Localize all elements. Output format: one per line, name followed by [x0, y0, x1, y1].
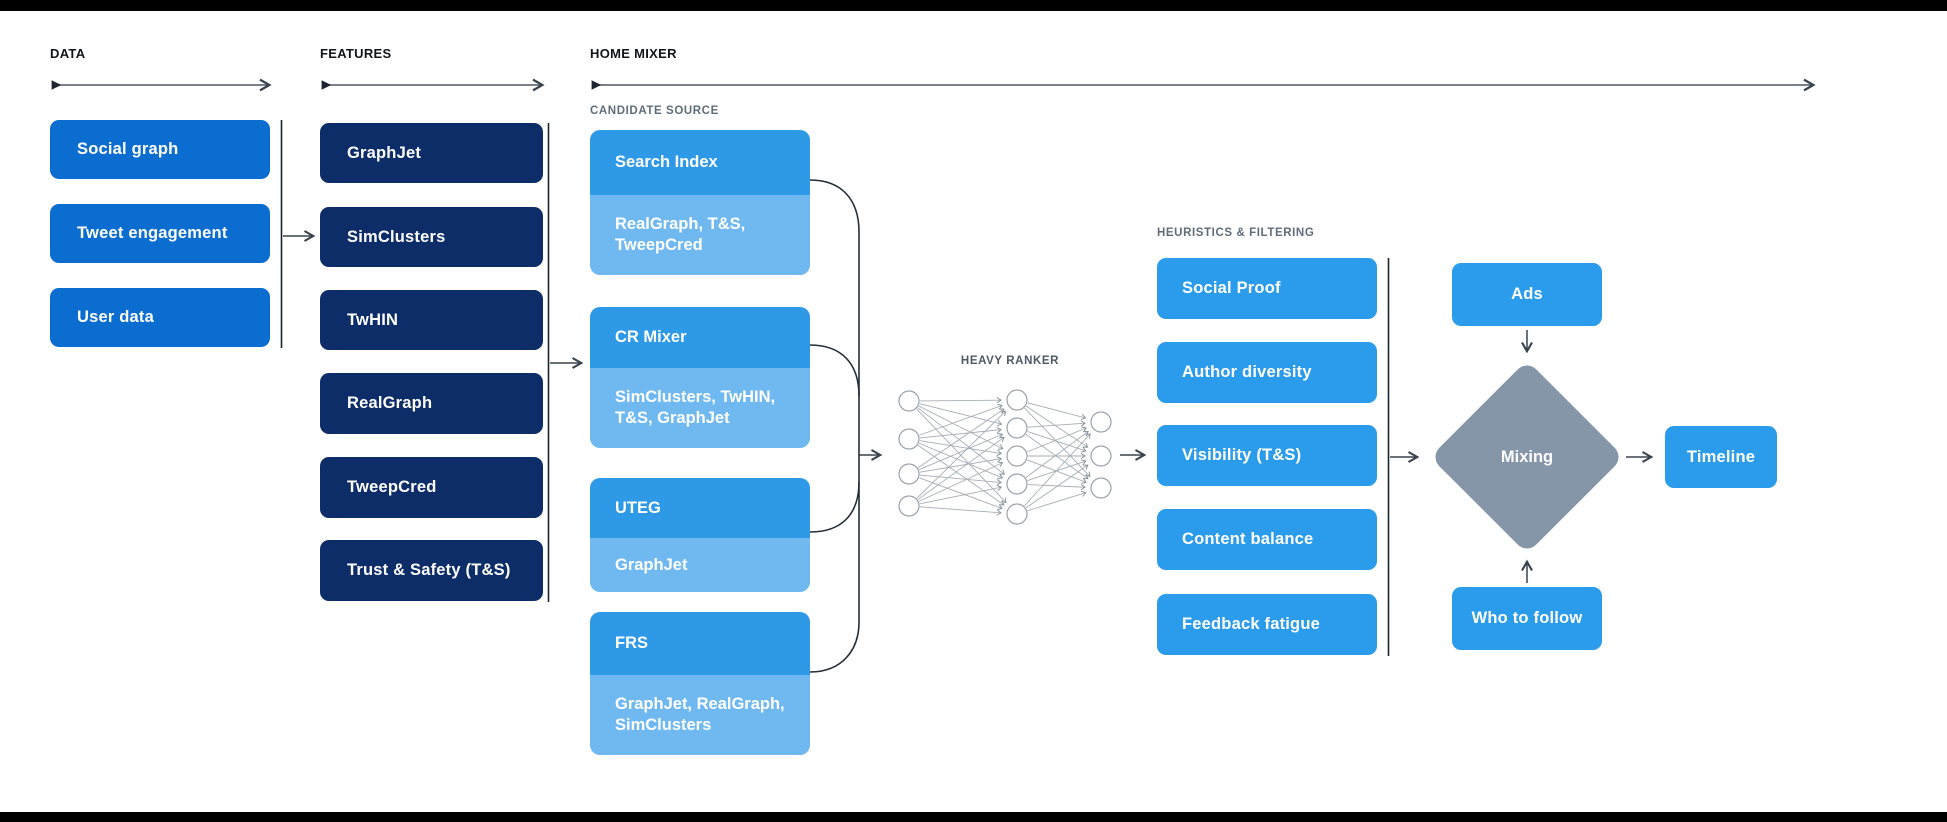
candidate-uteg-title: UTEG: [590, 478, 810, 538]
box-social-proof-label: Social Proof: [1182, 279, 1281, 297]
candidate-search-index: Search Index RealGraph, T&S, TweepCred: [590, 130, 810, 275]
box-social-graph: Social graph: [50, 120, 270, 179]
data-section-header: DATA: [50, 46, 86, 61]
box-feedback-fatigue: Feedback fatigue: [1157, 594, 1377, 655]
heuristics-filtering-label: HEURISTICS & FILTERING: [1157, 227, 1315, 239]
box-realgraph: RealGraph: [320, 373, 543, 434]
candidate-source-label: CANDIDATE SOURCE: [590, 105, 719, 117]
box-who-to-follow-label: Who to follow: [1471, 609, 1583, 627]
box-social-graph-label: Social graph: [77, 140, 179, 158]
box-who-to-follow: Who to follow: [1452, 587, 1602, 650]
box-content-balance-label: Content balance: [1182, 530, 1314, 548]
candidate-cr-mixer-sources: SimClusters, TwHIN, T&S, GraphJet: [590, 368, 810, 448]
top-frame-bar: [0, 0, 1947, 11]
heavy-ranker-label: HEAVY RANKER: [960, 355, 1060, 367]
box-twhin: TwHIN: [320, 290, 543, 350]
features-section-header: FEATURES: [320, 46, 392, 61]
box-simclusters-label: SimClusters: [347, 227, 446, 246]
box-simclusters: SimClusters: [320, 207, 543, 267]
bottom-frame-bar: [0, 812, 1947, 822]
box-content-balance: Content balance: [1157, 509, 1377, 570]
mixing-diamond: Mixing: [1430, 360, 1624, 554]
box-user-data-label: User data: [77, 308, 155, 326]
box-visibility-ts: Visibility (T&S): [1157, 425, 1377, 486]
candidate-frs-title: FRS: [590, 612, 810, 675]
box-twhin-label: TwHIN: [347, 310, 399, 329]
candidate-search-index-title: Search Index: [590, 130, 810, 195]
box-trust-safety: Trust & Safety (T&S): [320, 540, 543, 601]
box-tweepcred: TweepCred: [320, 457, 543, 518]
box-graphjet-label: GraphJet: [347, 143, 422, 162]
candidate-uteg: UTEG GraphJet: [590, 478, 810, 592]
candidate-search-index-sources: RealGraph, T&S, TweepCred: [590, 195, 810, 275]
candidate-cr-mixer: CR Mixer SimClusters, TwHIN, T&S, GraphJ…: [590, 307, 810, 448]
box-ads-label: Ads: [1511, 285, 1543, 303]
box-timeline-label: Timeline: [1686, 447, 1756, 466]
candidate-cr-mixer-title: CR Mixer: [590, 307, 810, 368]
box-timeline: Timeline: [1665, 426, 1777, 488]
candidate-frs: FRS GraphJet, RealGraph, SimClusters: [590, 612, 810, 755]
box-ads: Ads: [1452, 263, 1602, 326]
box-tweet-engagement: Tweet engagement: [50, 204, 270, 263]
box-graphjet: GraphJet: [320, 123, 543, 183]
candidate-frs-sources: GraphJet, RealGraph, SimClusters: [590, 675, 810, 755]
mixing-diamond-label: Mixing: [1500, 447, 1554, 466]
candidate-collector: [809, 179, 860, 673]
box-feedback-fatigue-label: Feedback fatigue: [1182, 615, 1320, 633]
box-author-diversity-label: Author diversity: [1182, 363, 1312, 381]
candidate-uteg-sources: GraphJet: [590, 538, 810, 592]
home-mixer-section-header: HOME MIXER: [590, 46, 677, 61]
box-visibility-ts-label: Visibility (T&S): [1182, 446, 1302, 464]
heavy-ranker-network: [898, 389, 1112, 525]
box-tweepcred-label: TweepCred: [347, 478, 437, 496]
box-realgraph-label: RealGraph: [347, 394, 433, 412]
box-trust-safety-label: Trust & Safety (T&S): [347, 561, 511, 579]
box-tweet-engagement-label: Tweet engagement: [77, 224, 228, 242]
box-social-proof: Social Proof: [1157, 258, 1377, 319]
box-author-diversity: Author diversity: [1157, 342, 1377, 403]
box-user-data: User data: [50, 288, 270, 347]
